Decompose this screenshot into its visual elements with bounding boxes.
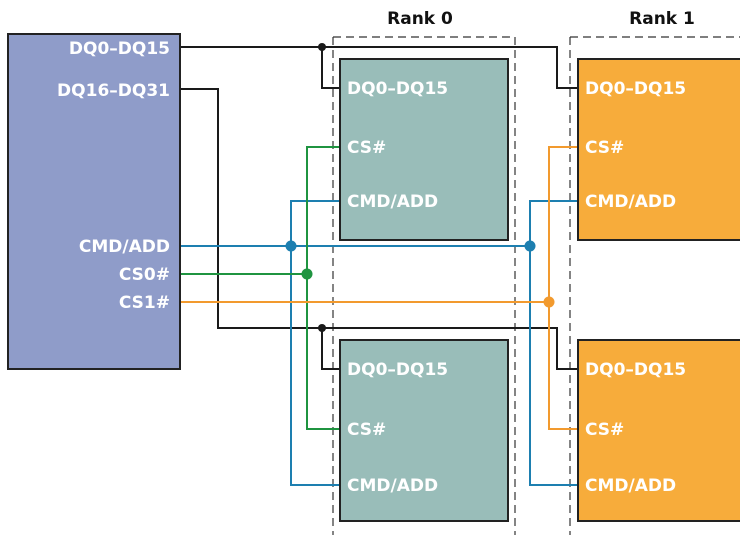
chip-label-dq: DQ0–DQ15 [585, 360, 686, 380]
controller-port-dq0-15: DQ0–DQ15 [69, 39, 170, 59]
chip-label-cmd: CMD/ADD [585, 192, 676, 212]
dq0-15-rank0-stub [321, 47, 340, 89]
rank0-chip-top: DQ0–DQ15 CS# CMD/ADD [339, 58, 509, 241]
cmd-add-lines [180, 200, 578, 486]
data-bus-lines [180, 46, 578, 370]
dq0-15-bus [180, 46, 578, 89]
rank1-chip-bottom: DQ0–DQ15 CS# CMD/ADD [577, 339, 740, 522]
cmd-add-rank1 [529, 200, 578, 486]
chip-box [339, 339, 509, 522]
dq16-31-bus [180, 88, 578, 370]
cs1-lines [180, 146, 578, 430]
chip-label-dq: DQ0–DQ15 [347, 79, 448, 99]
chip-label-cmd: CMD/ADD [347, 192, 438, 212]
junction-dq-top [318, 43, 326, 51]
chip-label-dq: DQ0–DQ15 [585, 79, 686, 99]
controller-port-cs0: CS0# [119, 265, 170, 285]
controller-port-cmd-add: CMD/ADD [79, 237, 170, 257]
chip-label-dq: DQ0–DQ15 [347, 360, 448, 380]
junction-dots [285, 43, 555, 332]
controller-port-cs1: CS1# [119, 293, 170, 313]
cmd-add-rank0 [290, 200, 340, 486]
chip-label-cs: CS# [585, 420, 624, 440]
chip-label-cmd: CMD/ADD [585, 476, 676, 496]
chip-label-cs: CS# [347, 138, 386, 158]
cs1-rank1 [548, 146, 578, 430]
chip-label-cs: CS# [347, 420, 386, 440]
junction-cmd-rank0 [285, 240, 297, 252]
cs0-lines [180, 146, 340, 430]
rank0-chip-bottom: DQ0–DQ15 CS# CMD/ADD [339, 339, 509, 522]
controller-port-dq16-31: DQ16–DQ31 [57, 81, 170, 101]
rank-0-enclosure [332, 36, 516, 535]
cs0-rank0 [306, 146, 340, 430]
chip-box [577, 58, 740, 241]
junction-cmd-rank1 [524, 240, 536, 252]
chip-label-cmd: CMD/ADD [347, 476, 438, 496]
rank-1-title: Rank 1 [629, 9, 695, 29]
rank-1-enclosure [569, 36, 740, 535]
chip-box [577, 339, 740, 522]
rank1-chip-top: DQ0–DQ15 CS# CMD/ADD [577, 58, 740, 241]
dq16-31-rank0-stub [321, 328, 340, 370]
rank-0-title: Rank 0 [387, 9, 453, 29]
controller-box [7, 33, 181, 370]
chip-label-cs: CS# [585, 138, 624, 158]
junction-cs1 [543, 296, 555, 308]
junction-dq-bottom [318, 324, 326, 332]
chip-box [339, 58, 509, 241]
memory-controller: DQ0–DQ15 DQ16–DQ31 CMD/ADD CS0# CS1# [7, 33, 181, 370]
junction-cs0 [301, 268, 313, 280]
